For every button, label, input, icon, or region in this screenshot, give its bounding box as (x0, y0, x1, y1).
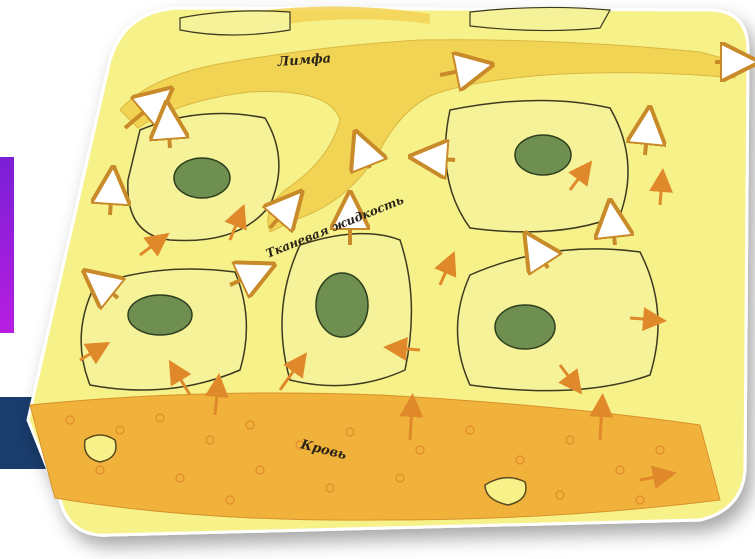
tissue-cell (282, 234, 411, 386)
cell-nucleus (515, 135, 571, 175)
cell-nucleus (316, 273, 368, 337)
tissue-cell (458, 249, 659, 391)
cell-nucleus (128, 295, 192, 335)
cell-nucleus (495, 305, 555, 349)
tissue-cell (446, 100, 629, 231)
cell-nucleus (174, 158, 230, 198)
